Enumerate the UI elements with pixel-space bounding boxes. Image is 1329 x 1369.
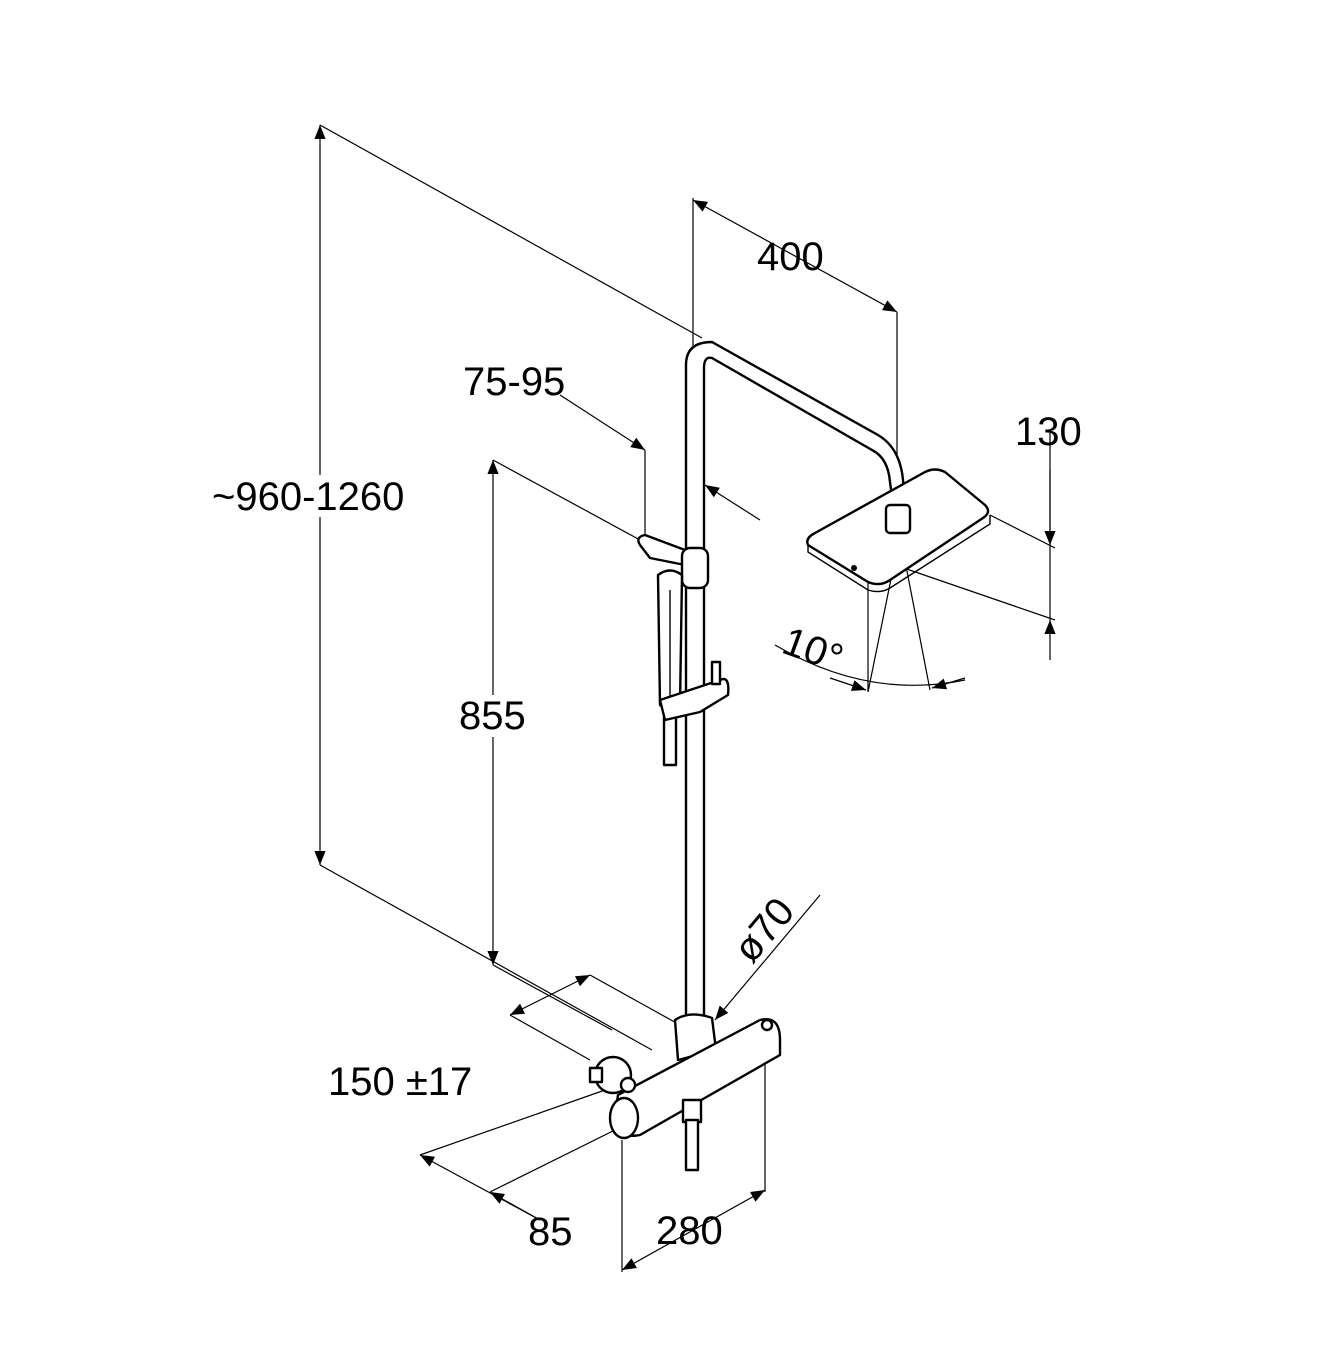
inlet-spacing-label: 150 ±17 xyxy=(328,1060,472,1104)
arm-length-label: 400 xyxy=(757,235,824,279)
dimension-lines xyxy=(314,125,1056,1271)
inlet-spacing-dimension xyxy=(509,974,591,1016)
thermostatic-mixer xyxy=(588,1013,782,1172)
mixer-width-label: 280 xyxy=(656,1209,723,1253)
rosette-diameter-dimension xyxy=(714,894,821,1021)
dimension-labels: ~960-1260 855 400 75-95 130 10° ø70 150 … xyxy=(208,235,1082,1254)
projection-label: 85 xyxy=(528,1210,573,1254)
slider-range-dimension xyxy=(559,394,646,451)
bar-height-label: 855 xyxy=(459,694,526,738)
hand-shower-slider xyxy=(637,533,730,767)
head-height-label: 130 xyxy=(1015,410,1082,454)
rosette-diameter-label: ø70 xyxy=(725,890,803,971)
mixer-width-dimension xyxy=(621,1189,766,1271)
tilt-angle-label: 10° xyxy=(777,619,849,681)
overhead-shower-head xyxy=(806,468,991,593)
total-height-label: ~960-1260 xyxy=(212,475,404,519)
slider-range-label: 75-95 xyxy=(463,360,565,404)
arm-length-dimension xyxy=(692,199,898,313)
